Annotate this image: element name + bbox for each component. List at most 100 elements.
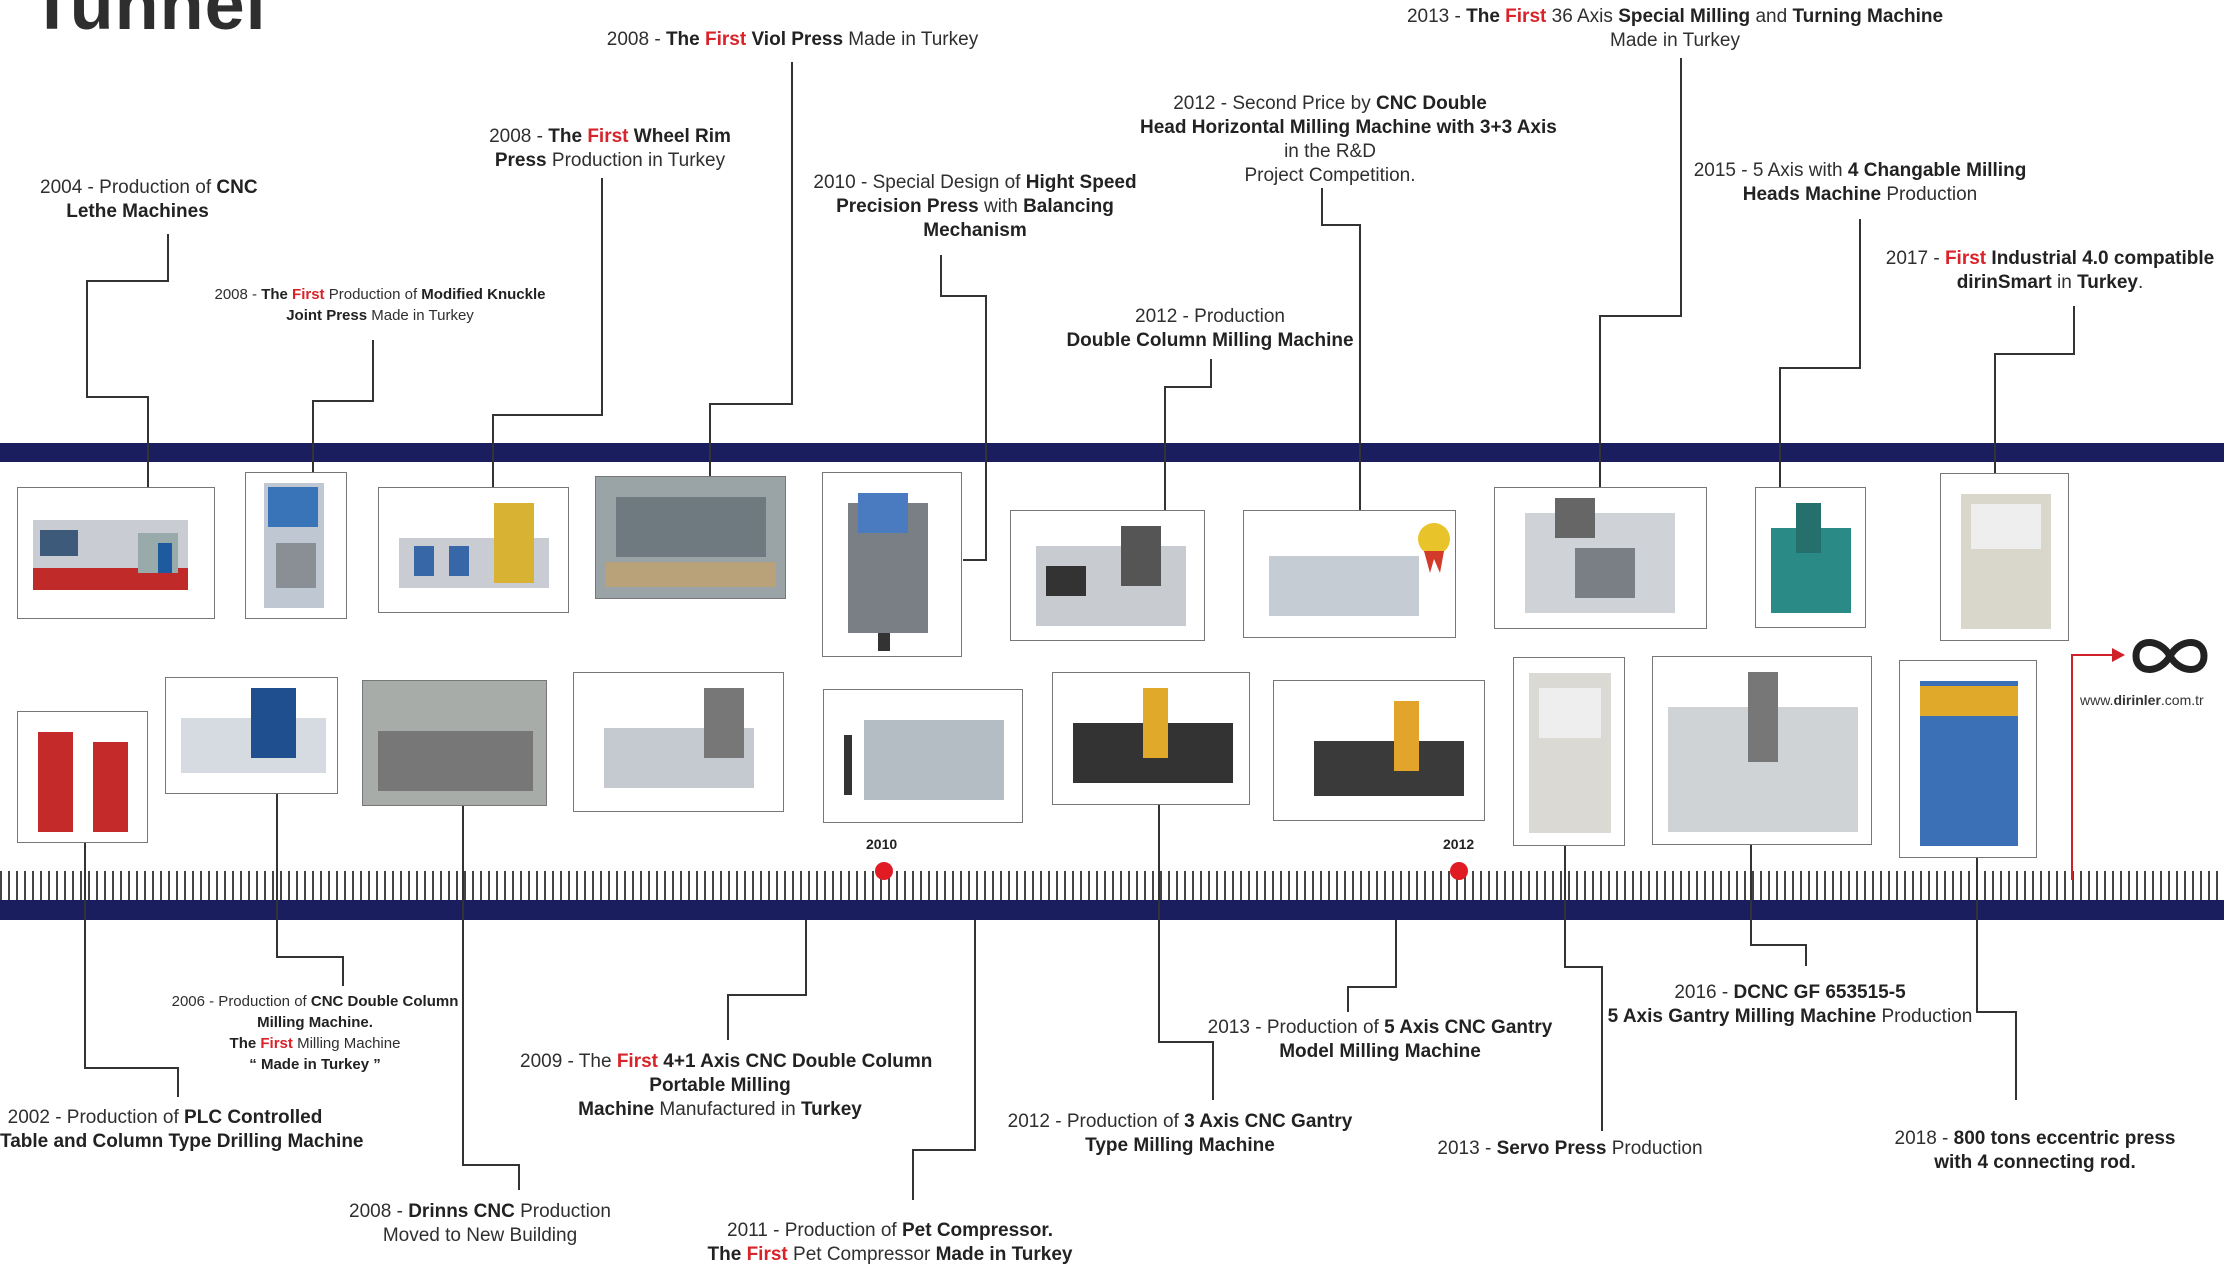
caption-segment: First: [705, 29, 747, 50]
website-url[interactable]: www.dirinler.com.tr: [2080, 692, 2204, 708]
caption-segment: 2016 -: [1674, 982, 1734, 1003]
caption-segment: Pet Compressor.: [901, 1220, 1053, 1241]
caption-line: Portable Milling: [520, 1074, 920, 1098]
caption-segment: 5 Axis CNC Gantry: [1384, 1017, 1553, 1038]
caption-line: 2012 - Production of 3 Axis CNC Gantry: [1005, 1110, 1355, 1134]
caption-segment: Joint Press: [286, 307, 368, 324]
caption-segment: Moved to New Building: [382, 1225, 578, 1246]
caption-2008-knuckle-joint-press: 2008 - The First Production of Modified …: [190, 284, 570, 326]
caption-segment: 2009 - The: [520, 1051, 617, 1072]
caption-segment: Turkey: [2077, 272, 2138, 293]
portable-milling-icon: [604, 688, 754, 788]
caption-segment: The: [1466, 6, 1506, 27]
5-axis-gantry-icon: [1314, 701, 1464, 796]
caption-segment: 2004 - Production of: [40, 177, 217, 198]
image-pet-compressor: [823, 689, 1023, 823]
caption-segment: 2011 - Production of: [727, 1220, 902, 1241]
caption-line: Project Competition.: [1140, 164, 1520, 188]
caption-segment: Production: [1881, 184, 1978, 205]
caption-line: The First Milling Machine: [170, 1033, 460, 1054]
caption-segment: Press: [494, 150, 547, 171]
caption-line: 2015 - 5 Axis with 4 Changable Milling: [1680, 159, 2040, 183]
caption-segment: Wheel Rim: [628, 126, 731, 147]
caption-segment: The: [229, 1035, 261, 1052]
caption-line: 2010 - Special Design of Hight Speed: [810, 171, 1140, 195]
caption-2013-servo-press: 2013 - Servo Press Production: [1420, 1137, 1720, 1161]
caption-segment: Heads Machine: [1742, 184, 1882, 205]
caption-segment: with: [978, 196, 1024, 217]
caption-segment: 2008 -: [606, 29, 666, 50]
upper-timeline-band: [0, 443, 2224, 462]
caption-segment: Production: [514, 1201, 611, 1222]
caption-segment: 2008 -: [349, 1201, 409, 1222]
high-speed-press-icon: [848, 493, 928, 651]
special-milling-icon: [1525, 498, 1675, 613]
image-drilling-machine: [17, 711, 148, 843]
caption-segment: Table and Column Type Drilling Machine: [0, 1131, 364, 1152]
caption-segment: Made in Turkey: [1610, 30, 1740, 51]
press-icon: [264, 483, 324, 608]
caption-segment: Balancing: [1023, 196, 1114, 217]
caption-line: 2008 - Drinns CNC Production: [340, 1200, 620, 1224]
image-horizontal-milling-award: [1243, 510, 1456, 638]
caption-segment: 2013 - Production of: [1207, 1017, 1385, 1038]
image-3-axis-gantry: [1052, 672, 1250, 805]
caption-segment: Type Milling Machine: [1085, 1135, 1275, 1156]
caption-segment: Lethe Machines: [66, 201, 209, 222]
caption-line: 2013 - Servo Press Production: [1420, 1137, 1720, 1161]
infinity-logo-icon: [2132, 639, 2208, 673]
caption-line: 2004 - Production of CNC: [40, 176, 258, 200]
caption-line: Mechanism: [810, 219, 1140, 243]
caption-line: Heads Machine Production: [1680, 183, 2040, 207]
caption-line: Model Milling Machine: [1200, 1040, 1560, 1064]
caption-line: 2011 - Production of Pet Compressor.: [700, 1219, 1080, 1243]
caption-2009-portable-milling: 2009 - The First 4+1 Axis CNC Double Col…: [520, 1050, 932, 1122]
caption-line: The First Pet Compressor Made in Turkey: [700, 1243, 1080, 1267]
image-viol-press: [595, 476, 786, 599]
caption-line: 2008 - The First Production of Modified …: [190, 284, 570, 305]
factory-hall-icon: [363, 681, 546, 805]
caption-line: Made in Turkey: [1400, 29, 1950, 53]
caption-segment: 2010 - Special Design of: [813, 172, 1026, 193]
image-36-axis-machine: [1494, 487, 1707, 629]
caption-segment: Head Horizontal Milling Machine with 3+3…: [1140, 117, 1557, 138]
caption-segment: Mechanism: [923, 220, 1027, 241]
caption-segment: The: [707, 1244, 747, 1265]
caption-segment: 36 Axis: [1546, 6, 1619, 27]
smart-press-icon: [1961, 494, 2051, 629]
caption-segment: 2017 -: [1885, 248, 1945, 269]
image-double-column-milling: [1010, 510, 1205, 641]
caption-line: Precision Press with Balancing: [810, 195, 1140, 219]
caption-segment: Modified Knuckle: [421, 286, 546, 303]
caption-segment: 4 Changable Milling: [1847, 160, 2027, 181]
caption-segment: 2018 -: [1894, 1128, 1954, 1149]
caption-segment: Precision Press: [836, 196, 979, 217]
caption-segment: Production of: [324, 286, 422, 303]
caption-line: dirinSmart in Turkey.: [1880, 271, 2220, 295]
dcnc-gantry-icon: [1668, 672, 1858, 832]
year-marker-2010-dot: [875, 862, 893, 880]
caption-segment: Pet Compressor: [787, 1244, 936, 1265]
caption-line: 2017 - First Industrial 4.0 compatible: [1880, 247, 2220, 271]
image-double-column-2006: [165, 677, 338, 794]
caption-2011-pet-compressor: 2011 - Production of Pet Compressor.The …: [700, 1219, 1080, 1267]
caption-segment: 2006 - Production of: [171, 993, 311, 1010]
image-portable-milling: [573, 672, 784, 812]
year-marker-2012-dot: [1450, 862, 1468, 880]
caption-line: Joint Press Made in Turkey: [190, 305, 570, 326]
image-dcnc-gantry: [1652, 656, 1872, 845]
caption-segment: 2008 -: [214, 286, 262, 303]
caption-segment: Production: [1876, 1006, 1973, 1027]
caption-line: 2008 - The First Wheel Rim: [480, 125, 740, 149]
caption-segment: DCNC GF 653515-5: [1733, 982, 1906, 1003]
factory-floor-icon: [596, 477, 785, 598]
